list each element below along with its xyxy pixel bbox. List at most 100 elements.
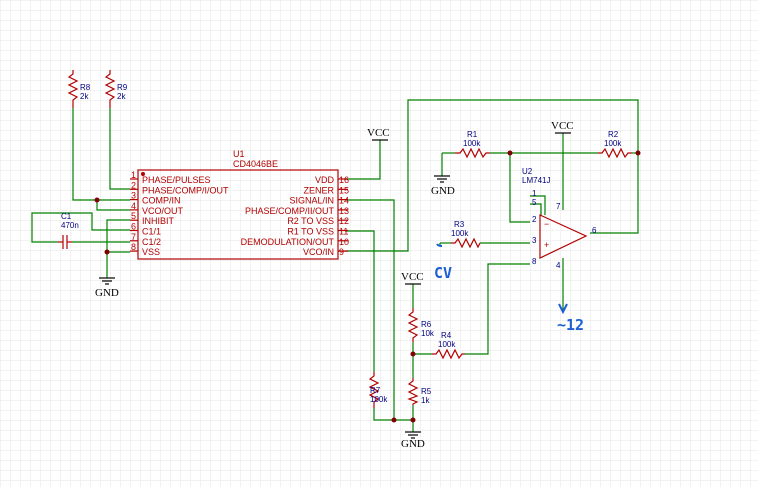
junction-dot: [94, 197, 100, 203]
r7-ref: R7: [370, 386, 381, 395]
gnd-r5-symbol[interactable]: GND: [401, 431, 425, 450]
u1-pin-number[interactable]: 14: [339, 196, 349, 206]
vcc-r6-label: VCC: [401, 271, 424, 283]
u1-pin-number[interactable]: 16: [339, 175, 349, 185]
r2-value: 100k: [604, 139, 622, 148]
u2-pin6-num: 6: [592, 226, 597, 235]
u1-pin-name: VCO/OUT: [142, 206, 184, 216]
resistor-r2[interactable]: R2 100k: [598, 130, 632, 159]
junction-dot: [410, 351, 416, 357]
annotation-minus12: ~12: [557, 303, 584, 334]
junction-dot: [391, 417, 397, 423]
resistor-r5[interactable]: R5 1k: [407, 378, 432, 405]
annotation-minus12-text: ~12: [557, 316, 584, 334]
u1-pin-name: PHASE/COMP/I/OUT: [142, 185, 229, 195]
u1-right-pins: 16VDD15ZENER14SIGNAL/IN13PHASE/COMP/II/O…: [241, 175, 349, 257]
u2-value: LM741J: [522, 176, 550, 185]
junction-dot: [410, 417, 416, 423]
resistor-r7[interactable]: R7 100k: [368, 372, 388, 408]
r8-value: 2k: [80, 92, 89, 101]
u1-pin-name: ZENER: [303, 185, 334, 195]
r3-ref: R3: [454, 220, 465, 229]
u1-pin-name: INHIBIT: [142, 216, 175, 226]
u2-inverting-sign: −: [544, 219, 549, 229]
u2-triangle: [539, 214, 588, 259]
junction-dot: [104, 249, 110, 255]
resistor-r4[interactable]: R4 100k: [432, 331, 465, 360]
u1-pin-number[interactable]: 7: [131, 232, 136, 242]
resistor-r8[interactable]: R8 2k: [67, 70, 91, 108]
u1-value: CD4046BE: [233, 159, 278, 169]
u2-pin1-num: 1: [532, 189, 537, 198]
u2-pin5-num: 5: [532, 198, 537, 207]
u1-pin-name: C1/2: [142, 237, 161, 247]
u1-pin-name: COMP/IN: [142, 196, 181, 206]
r9-value: 2k: [117, 92, 126, 101]
annotation-cv-text: CV: [434, 264, 452, 282]
u1-pin-number[interactable]: 1: [131, 170, 136, 180]
r8-ref: R8: [80, 83, 91, 92]
r4-value: 100k: [438, 340, 456, 349]
r3-value: 100k: [451, 229, 469, 238]
u1-pin-number[interactable]: 6: [131, 222, 136, 232]
u1-body: [137, 169, 339, 260]
capacitor-c1[interactable]: C1 470n: [58, 212, 79, 249]
r9-ref: R9: [117, 83, 128, 92]
u1-pin-name: VDD: [315, 175, 335, 185]
vcc-u2-symbol[interactable]: VCC: [551, 120, 574, 134]
u1-pin-name: R1 TO VSS: [287, 227, 334, 237]
gnd-u1-symbol[interactable]: GND: [95, 277, 119, 299]
u1-pin-number[interactable]: 3: [131, 191, 136, 201]
r2-ref: R2: [608, 130, 619, 139]
junction-dot: [635, 150, 641, 156]
c1-ref: C1: [61, 212, 72, 221]
u1-pin-number[interactable]: 5: [131, 211, 136, 221]
u2-opamp[interactable]: U2 LM741J 1 5 2 3 8 7 6 4 − +: [522, 167, 597, 270]
u1-pin-number[interactable]: 15: [339, 185, 349, 195]
r5-ref: R5: [421, 387, 432, 396]
gnd-r1-symbol[interactable]: GND: [431, 175, 455, 197]
resistor-r6[interactable]: R6 10k: [407, 308, 435, 342]
u1-pin-name: C1/1: [142, 227, 161, 237]
u1-pin-number[interactable]: 2: [131, 180, 136, 190]
u2-pin2-num: 2: [532, 215, 537, 224]
u1-ref: U1: [233, 149, 245, 159]
u1-pin-number[interactable]: 4: [131, 201, 136, 211]
u2-pin3-num: 3: [532, 236, 537, 245]
u1-pin-name: DEMODULATION/OUT: [241, 237, 335, 247]
vcc-u2-label: VCC: [551, 120, 574, 132]
u1-pin-number[interactable]: 12: [339, 216, 349, 226]
gnd-r5-label: GND: [401, 438, 425, 450]
junction-dot: [507, 150, 513, 156]
resistor-r9[interactable]: R9 2k: [104, 70, 128, 108]
gnd-u1-label: GND: [95, 287, 119, 299]
vcc-r6-symbol[interactable]: VCC: [401, 271, 424, 285]
u2-pin7-num: 7: [556, 202, 561, 211]
u2-pin4-num: 4: [556, 261, 561, 270]
r6-value: 10k: [421, 329, 435, 338]
r7-value: 100k: [370, 395, 388, 404]
c1-value: 470n: [61, 221, 79, 230]
u1-pin-number[interactable]: 8: [131, 242, 136, 252]
vcc-u1-label: VCC: [367, 127, 390, 139]
u1-pin-name: SIGNAL/IN: [289, 196, 334, 206]
u1-pin-name: VCO/IN: [303, 247, 334, 257]
gnd-r1-label: GND: [431, 185, 455, 197]
resistor-r3[interactable]: R3 100k: [451, 220, 481, 249]
u1-pin-number[interactable]: 11: [339, 227, 348, 237]
annotation-cv: CV: [434, 243, 452, 282]
vcc-u1-symbol[interactable]: VCC: [367, 127, 390, 141]
u1-pin-number[interactable]: 13: [339, 206, 349, 216]
u2-noninverting-sign: +: [544, 240, 549, 250]
u1-pin-name: PHASE/PULSES: [142, 175, 211, 185]
junctions: [94, 150, 641, 423]
u1-pin-number[interactable]: 9: [339, 247, 344, 257]
resistor-r1[interactable]: R1 100k: [455, 130, 490, 159]
u1-pin-number[interactable]: 10: [339, 237, 349, 247]
u2-ref: U2: [522, 167, 533, 176]
